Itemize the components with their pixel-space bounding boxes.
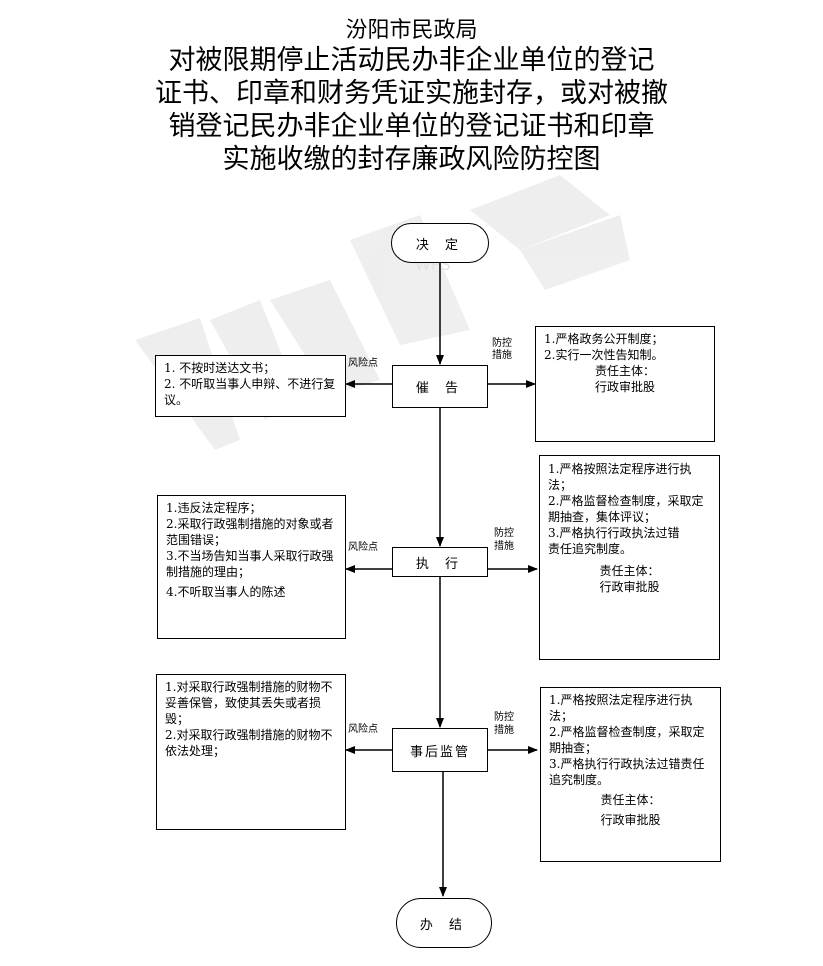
measure-item: 2.严格监督检查制度，采取定期抽查；	[549, 725, 705, 755]
risk-label-2: 风险点	[348, 542, 378, 553]
measure-item: 2.实行一次性告知制。	[544, 348, 664, 362]
measure-box-execute: 1.严格按照法定程序进行执法； 2.严格监督检查制度，采取定期抽查，集体评议； …	[539, 455, 720, 660]
risk-item: 1.对采取行政强制措施的财物不妥善保管，致使其丢失或者损毁；	[165, 680, 333, 726]
diagram-title-line-3: 销登记民办非企业单位的登记证书和印章	[168, 111, 655, 142]
risk-box-execute: 1.违反法定程序； 2.采取行政强制措施的对象或者范围错误； 3.不当场告知当事…	[157, 495, 346, 639]
measure-item: 1.严格按照法定程序进行执法；	[549, 693, 693, 723]
risk-item: 1. 不按时送达文书；	[164, 361, 276, 375]
control-label-3-bottom: 措施	[494, 725, 514, 736]
step-urge-label: 催 告	[415, 381, 465, 396]
risk-label-1: 风险点	[348, 358, 378, 369]
diagram-title-line-4: 实施收缴的封存廉政风险防控图	[222, 144, 601, 175]
control-label-1-top: 防控	[492, 338, 512, 349]
measure-item: 3.严格执行行政执法过错责任追究制度。	[549, 757, 705, 787]
measure-item: 1.严格政务公开制度；	[544, 332, 664, 346]
risk-item: 2.对采取行政强制措施的财物不依法处理；	[165, 728, 333, 758]
measure-box-supervision: 1.严格按照法定程序进行执法； 2.严格监督检查制度，采取定期抽查； 3.严格执…	[540, 687, 721, 862]
measure-item: 2.严格监督检查制度，采取定期抽查，集体评议；	[548, 494, 704, 524]
end-node-label: 办 结	[419, 917, 469, 933]
risk-item: 4.不听取当事人的陈述	[166, 585, 286, 599]
risk-item: 3.不当场告知当事人采取行政强制措施的理由；	[166, 549, 334, 579]
owner-title: 责任主体：	[600, 793, 661, 807]
control-label-1-bottom: 措施	[492, 350, 512, 361]
step-supervision-label: 事后监管	[409, 744, 470, 760]
end-node: 办 结	[396, 898, 492, 948]
risk-item: 2.采取行政强制措施的对象或者范围错误；	[166, 517, 334, 547]
control-label-2-bottom: 措施	[494, 541, 514, 552]
control-label-2-top: 防控	[494, 528, 514, 539]
owner-title: 责任主体：	[599, 564, 660, 578]
measure-box-urge: 1.严格政务公开制度； 2.实行一次性告知制。 责任主体： 行政审批股	[535, 326, 715, 442]
owner-title: 责任主体：	[594, 364, 655, 378]
measure-item: 1.严格按照法定程序进行执法；	[548, 462, 692, 492]
risk-item: 2. 不听取当事人申辩、不进行复议。	[164, 377, 336, 407]
owner-name: 行政审批股	[599, 580, 660, 594]
risk-box-urge: 1. 不按时送达文书； 2. 不听取当事人申辩、不进行复议。	[155, 355, 346, 417]
risk-label-3: 风险点	[348, 724, 378, 735]
risk-item: 1.违反法定程序；	[166, 501, 262, 515]
step-execute: 执 行	[392, 547, 488, 577]
diagram-title-line-1: 对被限期停止活动民办非企业单位的登记	[168, 45, 655, 76]
control-label-3-top: 防控	[494, 712, 514, 723]
owner-name: 行政审批股	[594, 380, 655, 394]
owner-name: 行政审批股	[600, 813, 661, 827]
step-execute-label: 执 行	[415, 556, 465, 572]
measure-item: 3.严格执行行政执法过错 责任追究制度。	[548, 526, 704, 556]
start-node-label: 决 定	[415, 237, 465, 253]
step-supervision: 事后监管	[392, 728, 488, 772]
org-title: 汾阳市民政局	[345, 18, 478, 43]
risk-box-supervision: 1.对采取行政强制措施的财物不妥善保管，致使其丢失或者损毁； 2.对采取行政强制…	[156, 674, 346, 830]
diagram-title-line-2: 证书、印章和财务凭证实施封存，或对被撤	[155, 78, 668, 109]
start-node: 决 定	[391, 223, 489, 263]
step-urge: 催 告	[392, 365, 488, 408]
